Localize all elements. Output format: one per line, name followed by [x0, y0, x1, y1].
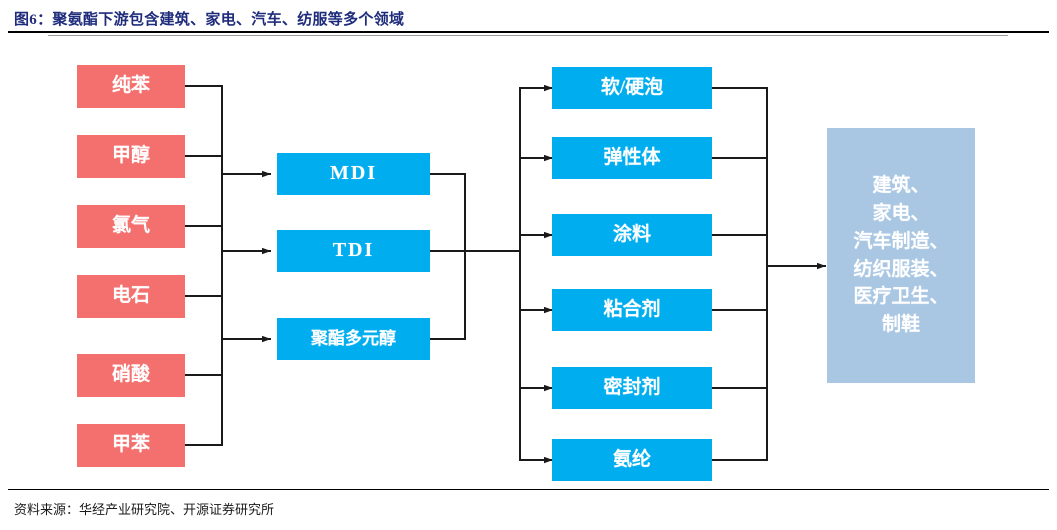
node-label: 软/硬泡 [600, 76, 664, 98]
node-product-6[interactable]: 氨纶 [552, 439, 712, 481]
node-raw-material-5[interactable]: 硝酸 [77, 354, 185, 397]
node-intermediate-mdi[interactable]: MDI [277, 153, 430, 195]
node-raw-material-1[interactable]: 纯苯 [77, 65, 185, 108]
application-line-4: 纺织服装、 [853, 258, 949, 280]
page-title: 图6：聚氨酯下游包含建筑、家电、汽车、纺服等多个领域 [14, 12, 405, 28]
node-product-5[interactable]: 密封剂 [552, 367, 712, 409]
connector-wires [184, 84, 826, 464]
node-product-3[interactable]: 涂料 [552, 214, 712, 256]
node-label: 氯气 [111, 215, 150, 237]
node-intermediate-tdi[interactable]: TDI [277, 230, 430, 272]
node-label: 甲苯 [111, 434, 150, 456]
node-product-4[interactable]: 粘合剂 [552, 289, 712, 331]
node-product-2[interactable]: 弹性体 [552, 137, 712, 179]
node-label: TDI [332, 239, 375, 262]
node-label: 纯苯 [111, 75, 150, 97]
node-label: 弹性体 [603, 146, 661, 168]
node-product-1[interactable]: 软/硬泡 [552, 67, 712, 109]
flowchart-diagram: 纯苯 甲醇 氯气 电石 硝酸 甲苯 MDI TDI 聚酯多元醇 软/硬泡 弹性体… [0, 40, 1057, 485]
node-raw-material-6[interactable]: 甲苯 [77, 424, 185, 467]
node-label: 涂料 [612, 223, 651, 245]
node-label: 电石 [111, 285, 150, 307]
node-label: 甲醇 [111, 145, 150, 167]
title-rule-thick [8, 31, 1049, 33]
node-applications[interactable]: 建筑、 家电、 汽车制造、 纺织服装、 医疗卫生、 制鞋 [827, 128, 975, 383]
application-line-1: 建筑、 [872, 175, 930, 197]
node-label: 粘合剂 [603, 298, 661, 320]
node-intermediate-polyester-polyol[interactable]: 聚酯多元醇 [277, 318, 430, 360]
node-label: MDI [329, 162, 378, 185]
node-raw-material-4[interactable]: 电石 [77, 275, 185, 318]
application-line-2: 家电、 [872, 203, 930, 225]
application-line-6: 制鞋 [881, 313, 920, 335]
source-note: 资料来源：华经产业研究院、开源证券研究所 [14, 502, 275, 517]
application-line-3: 汽车制造、 [853, 230, 949, 252]
node-label: 聚酯多元醇 [311, 328, 396, 348]
application-line-5: 医疗卫生、 [853, 286, 949, 308]
footer-rule [8, 489, 1049, 490]
node-raw-material-2[interactable]: 甲醇 [77, 135, 185, 178]
node-label: 密封剂 [603, 376, 661, 398]
node-label: 氨纶 [612, 448, 651, 470]
title-rule-thin [48, 35, 1008, 36]
node-raw-material-3[interactable]: 氯气 [77, 205, 185, 248]
node-label: 硝酸 [111, 364, 150, 386]
